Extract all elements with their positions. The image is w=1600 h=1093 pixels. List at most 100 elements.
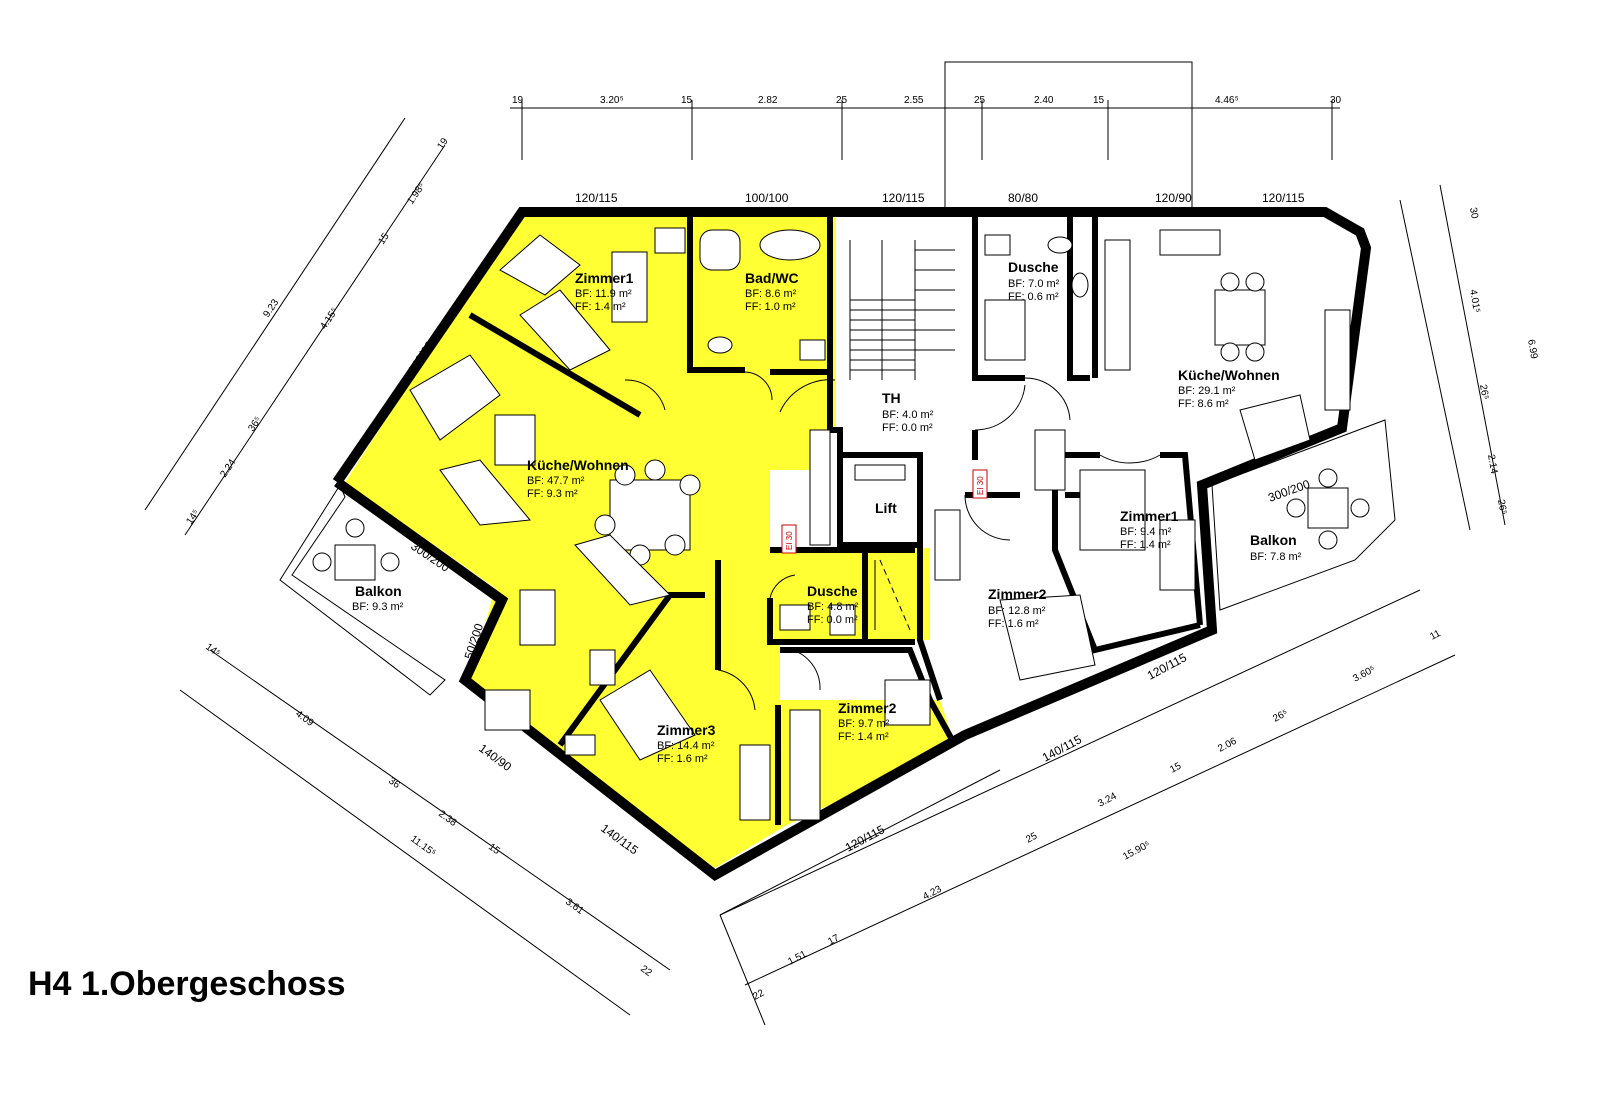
room-ff: FF: 0.0 m² xyxy=(882,422,933,434)
dim-lr-5: 3.24 xyxy=(1096,791,1119,810)
dim-top-7: 2.40 xyxy=(1034,95,1054,106)
dimension-top: 19 3.20⁵ 15 2.82 25 2.55 25 2.40 15 4.46… xyxy=(510,61,1342,213)
dim-lr-0: 11 xyxy=(1428,628,1443,643)
room-bad-wc: Bad/WC BF: 8.6 m² FF: 1.0 m² xyxy=(745,270,799,313)
dim-ul-5: 36⁵ xyxy=(246,415,264,434)
room-ff: FF: 1.4 m² xyxy=(838,731,889,743)
dim-ul-7: 14⁵ xyxy=(184,508,202,527)
room-zimmer1-left: Zimmer1 BF: 11.9 m² FF: 1.4 m² xyxy=(575,270,634,313)
room-name: Balkon xyxy=(1250,532,1297,548)
room-ff: FF: 9.3 m² xyxy=(527,488,578,500)
dim-top-6: 25 xyxy=(974,95,986,106)
room-ff: FF: 1.4 m² xyxy=(575,301,626,313)
drawing-title: H4 1.Obergeschoss xyxy=(28,965,345,1003)
room-bf: BF: 7.0 m² xyxy=(1008,278,1060,290)
room-balkon-left: Balkon BF: 9.3 m² xyxy=(352,583,404,613)
dim-lr-11: 22 xyxy=(751,988,766,1003)
room-name: Zimmer1 xyxy=(1120,508,1179,524)
dim-ll-5: 3.61 xyxy=(563,897,586,918)
dim-lr-2: 26⁵ xyxy=(1271,708,1290,725)
win-top2: 100/100 xyxy=(745,191,789,205)
room-dusche-right: Dusche BF: 7.0 m² FF: 0.6 m² xyxy=(1008,259,1060,303)
room-name: TH xyxy=(882,390,901,406)
elevator-tags: EI 30 EI 30 xyxy=(781,469,988,554)
room-bf: BF: 11.9 m² xyxy=(575,288,632,300)
room-bf: BF: 9.3 m² xyxy=(352,601,404,613)
room-name: Zimmer2 xyxy=(988,586,1047,602)
dim-lr-10: 1.51 xyxy=(786,949,809,968)
room-zimmer3: Zimmer3 BF: 14.4 m² FF: 1.6 m² xyxy=(657,722,716,765)
win-top3: 120/115 xyxy=(882,191,925,205)
dim-r-5: 6.99 xyxy=(1525,339,1539,361)
room-bf: BF: 8.6 m² xyxy=(745,288,797,300)
furniture xyxy=(312,227,1370,821)
room-ff: FF: 1.6 m² xyxy=(988,618,1039,630)
room-ff: FF: 1.4 m² xyxy=(1120,539,1171,551)
dim-top-8: 15 xyxy=(1093,95,1105,106)
room-zimmer2-right: Zimmer2 BF: 12.8 m² FF: 1.6 m² xyxy=(988,586,1047,630)
dim-ul-4: 4.15⁵ xyxy=(318,306,340,332)
room-bf: BF: 4.8 m² xyxy=(807,601,859,613)
room-bf: BF: 7.8 m² xyxy=(1250,551,1302,563)
room-name: Dusche xyxy=(1008,259,1059,275)
dim-ul-6: 2.24 xyxy=(218,457,238,480)
room-bf: BF: 9.7 m² xyxy=(838,718,890,730)
exterior-wall xyxy=(332,207,1372,881)
elevator-tag-left: EI 30 xyxy=(785,531,794,550)
room-bf: BF: 14.4 m² xyxy=(657,740,715,752)
dim-top-10: 30 xyxy=(1330,95,1342,106)
dim-ll-2: 36 xyxy=(386,776,402,792)
staircase xyxy=(849,240,955,380)
dim-top-3: 2.82 xyxy=(758,95,778,106)
dim-top-5: 2.55 xyxy=(904,95,924,106)
room-bf: BF: 9.4 m² xyxy=(1120,526,1172,538)
win-right-balkon: 300/200 xyxy=(1266,477,1312,505)
dim-ll-6: 22 xyxy=(638,964,654,980)
room-zimmer2-left: Zimmer2 BF: 9.7 m² FF: 1.4 m² xyxy=(838,700,897,743)
elevator-tag-right: EI 30 xyxy=(976,476,985,495)
room-name: Dusche xyxy=(807,583,858,599)
dim-top-0: 19 xyxy=(512,95,524,106)
room-zimmer1-right: Zimmer1 BF: 9.4 m² FF: 1.4 m² xyxy=(1120,508,1179,551)
dim-top-4: 25 xyxy=(836,95,848,106)
room-bf: BF: 4.0 m² xyxy=(882,409,934,421)
dim-ll-1: 4.09 xyxy=(293,709,316,730)
win-top5: 120/90 xyxy=(1155,191,1192,205)
room-bf: BF: 47.7 m² xyxy=(527,475,585,487)
door-swings xyxy=(624,371,1161,711)
room-name: Zimmer1 xyxy=(575,270,634,286)
dim-lr-3: 2.06 xyxy=(1216,736,1239,755)
win-top4: 80/80 xyxy=(1008,191,1038,205)
room-ff: FF: 0.0 m² xyxy=(807,614,858,626)
win-bottom1: 140/115 xyxy=(598,821,641,857)
room-kueche-wohnen-right: Küche/Wohnen BF: 29.1 m² FF: 8.6 m² xyxy=(1178,367,1280,410)
room-name: Balkon xyxy=(355,583,402,599)
dim-r-0: 30 xyxy=(1467,207,1480,220)
dim-lr-6: 25 xyxy=(1024,831,1039,846)
dim-top-2: 15 xyxy=(681,95,693,106)
dim-lr-1: 3.60⁵ xyxy=(1351,664,1377,685)
room-name: Lift xyxy=(875,500,897,516)
right-balcony-outline xyxy=(1211,419,1396,611)
room-ff: FF: 1.0 m² xyxy=(745,301,796,313)
room-bf: BF: 12.8 m² xyxy=(988,605,1046,617)
dim-top-9: 4.46⁵ xyxy=(1215,95,1239,106)
room-ff: FF: 0.6 m² xyxy=(1008,291,1059,303)
dim-lr-9: 17 xyxy=(826,933,841,948)
room-name: Bad/WC xyxy=(745,270,799,286)
win-top1: 120/115 xyxy=(575,191,618,205)
room-name: Küche/Wohnen xyxy=(527,457,629,473)
dim-ll-3: 2.38 xyxy=(436,809,459,830)
dim-lr-7: 4.23 xyxy=(921,884,944,903)
dim-r-2: 26⁵ xyxy=(1477,384,1490,401)
dim-r-1: 4.01⁵ xyxy=(1467,289,1482,314)
room-ff: FF: 1.6 m² xyxy=(657,753,708,765)
win-left-140-90: 140/90 xyxy=(476,741,514,774)
room-treppenhaus: TH BF: 4.0 m² FF: 0.0 m² xyxy=(882,390,934,434)
dimension-right: 30 4.01⁵ 26⁵ 2.14 26⁵ 6.99 xyxy=(1399,184,1539,531)
room-kueche-wohnen-left: Küche/Wohnen BF: 47.7 m² FF: 9.3 m² xyxy=(527,457,629,500)
win-top6: 120/115 xyxy=(1262,191,1305,205)
room-ff: FF: 8.6 m² xyxy=(1178,398,1229,410)
dim-lr-8: 15.90⁵ xyxy=(1121,839,1152,862)
